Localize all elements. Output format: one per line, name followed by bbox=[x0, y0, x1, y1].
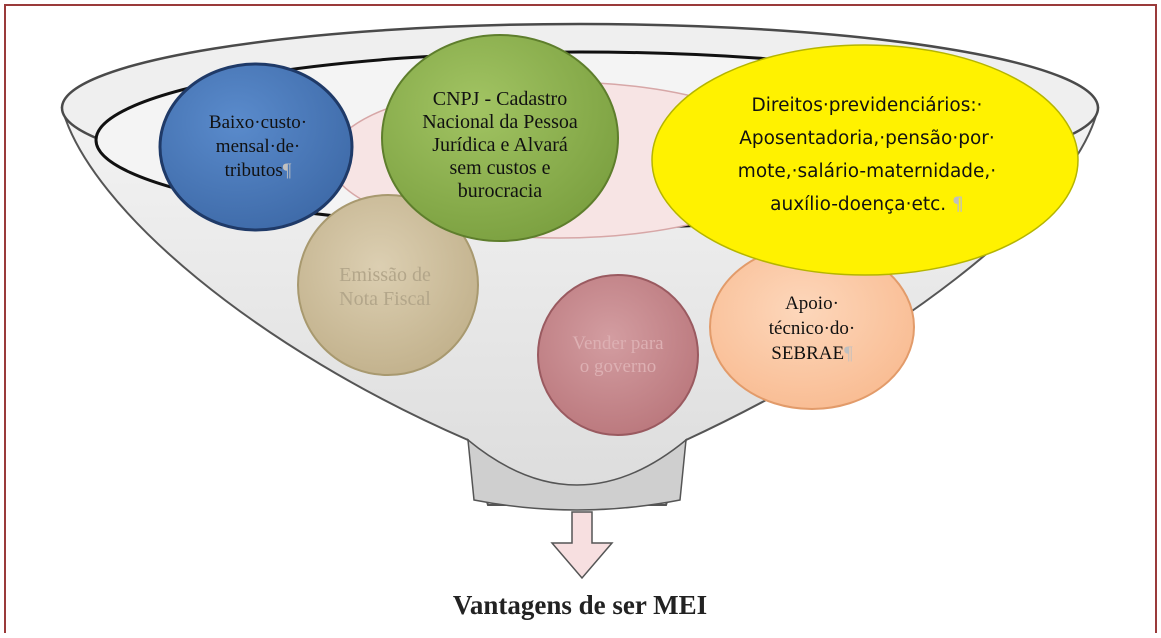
down-arrow-icon bbox=[550, 511, 614, 580]
circle-governo bbox=[537, 274, 699, 436]
label-line: Nacional da Pessoa bbox=[422, 110, 578, 133]
page-frame bbox=[4, 4, 1157, 638]
label-line: Aposentadoria,·pensão·por· bbox=[739, 127, 995, 149]
circle-previdenciarios bbox=[651, 44, 1079, 276]
circle-nota-fiscal bbox=[297, 194, 479, 376]
label-line: mote,·salário-maternidade,· bbox=[737, 160, 997, 182]
label-sebrae-text: Apoio· técnico·do· SEBRAE¶ bbox=[769, 291, 856, 366]
diagram-title: Vantagens de ser MEI bbox=[452, 589, 708, 620]
label-line: o governo bbox=[579, 356, 657, 377]
label-line: Apoio· bbox=[785, 292, 839, 314]
label-line: tributos¶ bbox=[224, 160, 292, 181]
label-line: Nota Fiscal bbox=[339, 288, 431, 310]
label-line: técnico·do· bbox=[768, 317, 856, 339]
funnel-spout bbox=[467, 438, 687, 511]
label-line: burocracia bbox=[457, 179, 543, 202]
label-sebrae: Apoio· técnico·do· SEBRAE¶ bbox=[722, 268, 902, 388]
label-line: Vender para bbox=[572, 333, 664, 354]
label-baixo-custo: Baixo·custo· mensal·de· tributos¶ bbox=[178, 92, 338, 202]
label-line: Emissão de bbox=[339, 264, 431, 286]
label-line: Jurídica e Alvará bbox=[432, 133, 568, 156]
label-line: sem custos e bbox=[449, 156, 551, 179]
circle-cnpj bbox=[381, 34, 619, 242]
label-line: mensal·de· bbox=[215, 136, 301, 157]
label-previdenciarios: Direitos·previdenciários:· Aposentadoria,… bbox=[672, 82, 1062, 227]
circle-baixo-custo bbox=[158, 62, 354, 232]
label-line: auxílio-doença·etc. ¶ bbox=[770, 193, 964, 215]
label-previdenciarios-text: Direitos·previdenciários:· Aposentadoria,… bbox=[738, 89, 996, 221]
label-line: Direitos·previdenciários:· bbox=[751, 94, 983, 116]
label-line: Baixo·custo· bbox=[208, 112, 308, 133]
label-baixo-custo-text: Baixo·custo· mensal·de· tributos¶ bbox=[209, 111, 307, 183]
label-line: SEBRAE¶ bbox=[771, 342, 853, 364]
label-line: CNPJ - Cadastro bbox=[432, 87, 568, 110]
